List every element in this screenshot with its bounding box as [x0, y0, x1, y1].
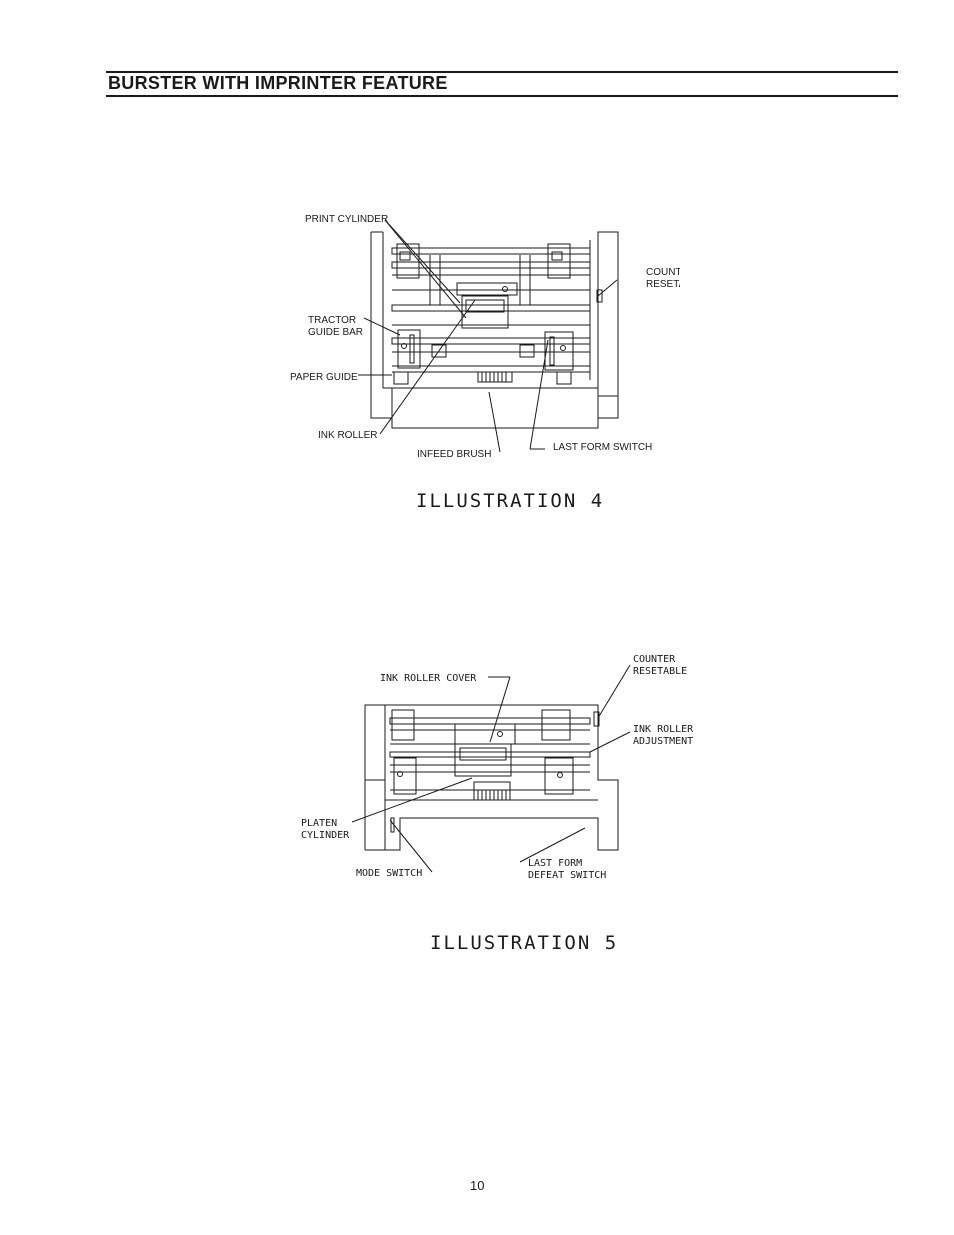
- label-tractor: TRACTOR: [308, 315, 356, 326]
- header-rule-top: [106, 71, 898, 73]
- label-resetable: RESETABLE: [646, 279, 680, 290]
- illustration-5-diagram: INK ROLLER COVER COUNTER RESETABLE INK R…: [301, 654, 694, 881]
- label-adjustment: ADJUSTMENT: [633, 736, 693, 747]
- label-counter: COUNTER: [646, 267, 680, 278]
- label-cylinder: CYLINDER: [301, 830, 350, 841]
- illustration-4-diagram: PRINT CYLINDER COUNTER RESETABLE TRACTOR…: [290, 214, 680, 460]
- label-counter: COUNTER: [633, 654, 676, 665]
- label-print-cylinder: PRINT CYLINDER: [305, 214, 388, 225]
- illustration-5-caption: ILLUSTRATION 5: [430, 932, 619, 954]
- label-ink-roller: INK ROLLER: [633, 724, 694, 735]
- header-rule-bottom: [106, 95, 898, 97]
- label-ink-roller: INK ROLLER: [318, 430, 377, 441]
- label-ink-roller-cover: INK ROLLER COVER: [380, 673, 477, 684]
- label-mode-switch: MODE SWITCH: [356, 868, 422, 879]
- label-platen: PLATEN: [301, 818, 337, 829]
- page-title: BURSTER WITH IMPRINTER FEATURE: [108, 73, 448, 93]
- label-defeat-switch: DEFEAT SWITCH: [528, 870, 606, 881]
- label-paper-guide: PAPER GUIDE: [290, 372, 358, 383]
- illustration-4-caption: ILLUSTRATION 4: [416, 490, 605, 512]
- label-guide-bar: GUIDE BAR: [308, 327, 363, 338]
- label-resetable: RESETABLE: [633, 666, 687, 677]
- label-last-form: LAST FORM: [528, 858, 582, 869]
- page-number: 10: [470, 1178, 485, 1193]
- label-infeed-brush: INFEED BRUSH: [417, 449, 491, 460]
- label-last-form-switch: LAST FORM SWITCH: [553, 442, 652, 453]
